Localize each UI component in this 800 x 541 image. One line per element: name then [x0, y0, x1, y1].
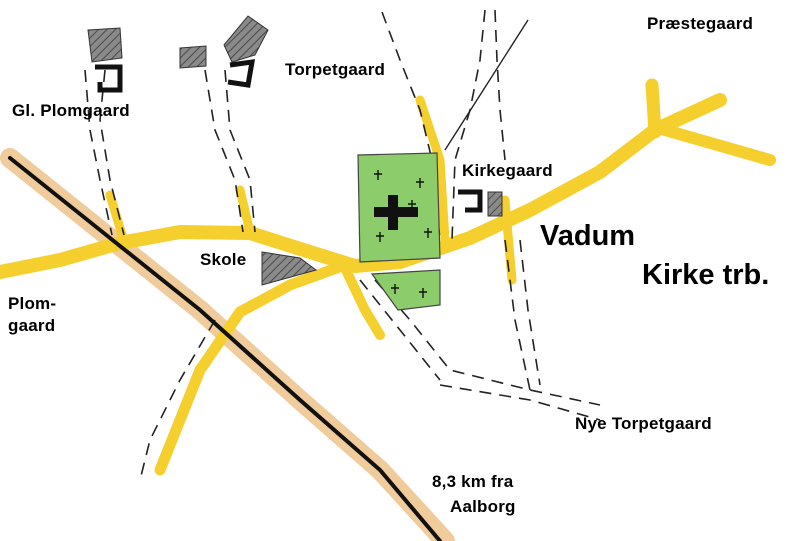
label-nye-torpetgaard: Nye Torpetgaard: [575, 414, 712, 433]
building-gl-plomgaard: [87, 27, 123, 63]
building-skole: [261, 251, 318, 286]
spur-north: [415, 95, 450, 245]
grave-cross-icon: [374, 170, 432, 298]
spur-kirkegaard-south: [500, 195, 517, 285]
road-south-east: [340, 263, 385, 340]
label-plomgaard-line1: Plom-: [8, 294, 57, 313]
building-torpetgaard-barn: [223, 15, 269, 63]
building-kirkegaard-shed: [487, 191, 503, 217]
east-road-fork-east: [652, 122, 776, 166]
main-road: [0, 93, 727, 279]
label-torpetgaard: Torpetgaard: [285, 60, 386, 79]
dashed-paths: [84, 9, 601, 481]
label-gl-plomgaard: Gl. Plomgaard: [12, 101, 130, 120]
building-torpetgaard-shed: [179, 45, 207, 69]
building-kirkegaard-house: [458, 189, 483, 213]
churchyard-small: [370, 269, 441, 311]
label-distance-line1: 8,3 km fra: [432, 472, 514, 491]
label-praestegaard: Præstegaard: [647, 14, 754, 33]
label-plomgaard-line2: gaard: [8, 316, 56, 335]
label-kirke-trb: Kirke trb.: [642, 259, 770, 291]
label-kirkegaard: Kirkegaard: [462, 161, 553, 180]
railway: [8, 156, 442, 541]
label-distance-line2: Aalborg: [450, 497, 516, 516]
building-torpetgaard-house: [227, 59, 256, 88]
building-gl-plomgaard-house: [95, 64, 123, 93]
label-vadum: Vadum: [540, 220, 636, 252]
spur-gl-plomgaard: [105, 190, 128, 243]
line-to-praestegaard: [444, 19, 529, 151]
road-south-west: [154, 259, 351, 476]
spur-torpetgaard: [235, 185, 255, 237]
church-cross-icon: [374, 195, 418, 230]
label-skole: Skole: [200, 250, 247, 269]
